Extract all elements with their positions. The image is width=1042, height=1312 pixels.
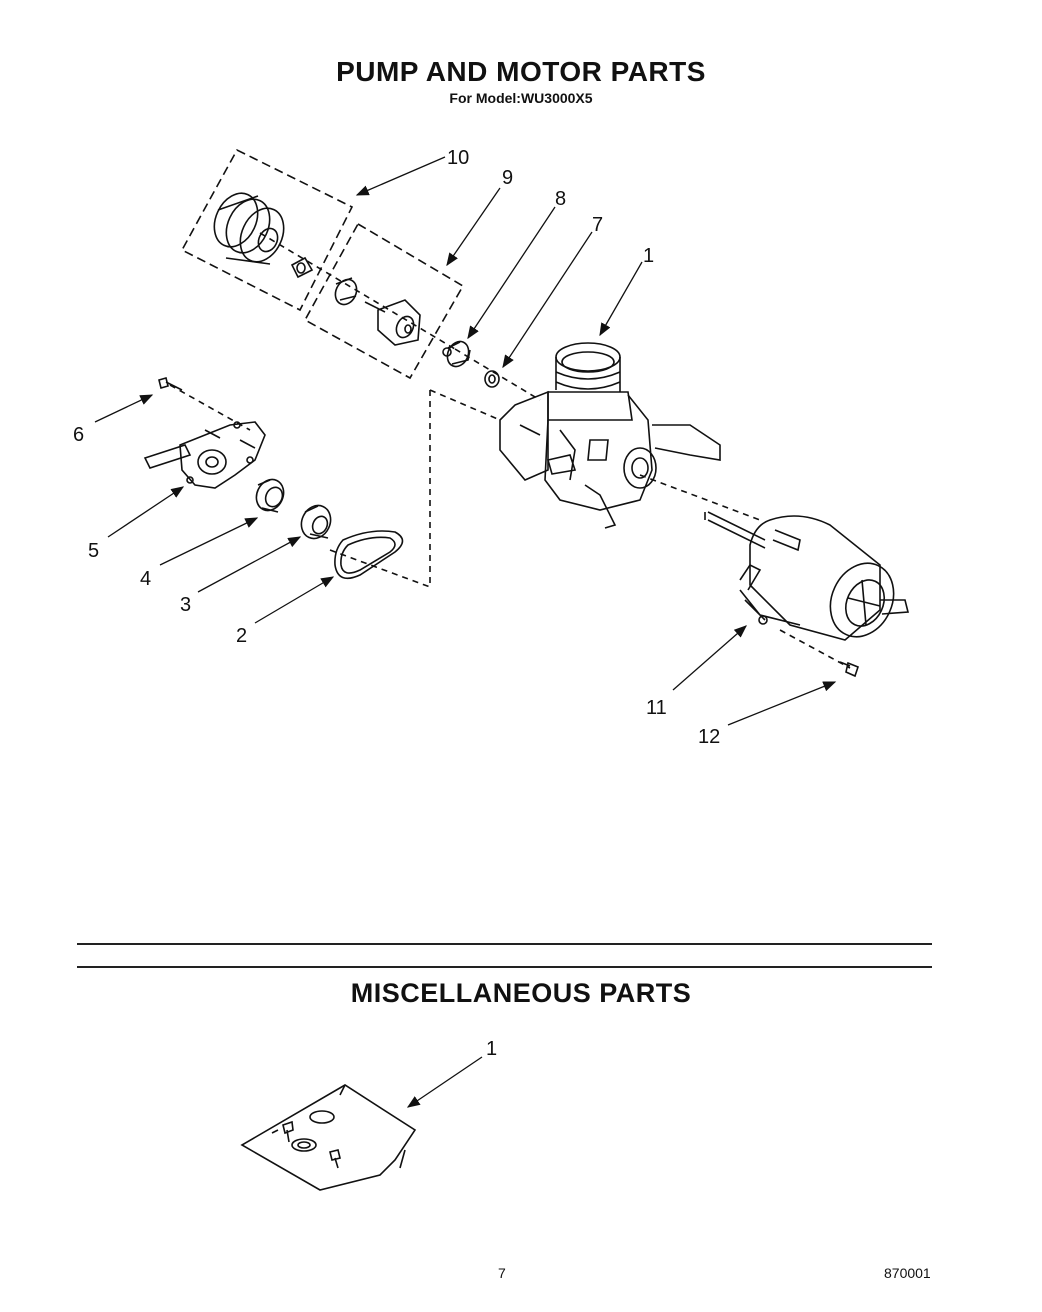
hub-part-8 — [442, 340, 471, 368]
document-code: 870001 — [884, 1265, 931, 1281]
callout-5: 5 — [88, 540, 99, 562]
pump-housing-part-1 — [499, 342, 721, 529]
page-number: 7 — [498, 1265, 506, 1281]
check-valve-part-3 — [300, 504, 332, 540]
callout-3: 3 — [180, 594, 191, 616]
screw-part-6 — [158, 377, 183, 391]
section-divider-bottom — [77, 966, 932, 968]
ring-part-4 — [255, 478, 285, 513]
callout-4: 4 — [140, 568, 151, 590]
pump-cover-part-5 — [143, 421, 266, 489]
leader-lines — [94, 156, 837, 1108]
callout-1: 1 — [643, 245, 654, 267]
seal-assembly-part-10 — [213, 192, 314, 279]
callout-12: 12 — [698, 726, 720, 748]
gasket-part-2 — [334, 530, 404, 580]
callout-2: 2 — [236, 625, 247, 647]
group-box-10 — [180, 148, 354, 312]
callout-7: 7 — [592, 214, 603, 236]
misc-section-title: MISCELLANEOUS PARTS — [350, 978, 692, 1008]
model-label: For Model:WU3000X5 — [449, 90, 593, 106]
callout-misc-1: 1 — [486, 1038, 497, 1060]
hardware-bag-misc-1 — [240, 1084, 417, 1191]
impeller-part-9 — [334, 277, 421, 346]
callout-9: 9 — [502, 167, 513, 189]
washer-part-7 — [484, 370, 500, 388]
callout-10: 10 — [447, 147, 469, 169]
callout-8: 8 — [555, 188, 566, 210]
motor-part-11 — [704, 511, 910, 641]
callout-6: 6 — [73, 424, 84, 446]
group-box-9 — [303, 222, 465, 380]
page-title: PUMP AND MOTOR PARTS — [336, 56, 706, 87]
section-divider-top — [77, 943, 932, 945]
callout-11: 11 — [646, 697, 667, 719]
screw-part-12 — [839, 661, 859, 678]
